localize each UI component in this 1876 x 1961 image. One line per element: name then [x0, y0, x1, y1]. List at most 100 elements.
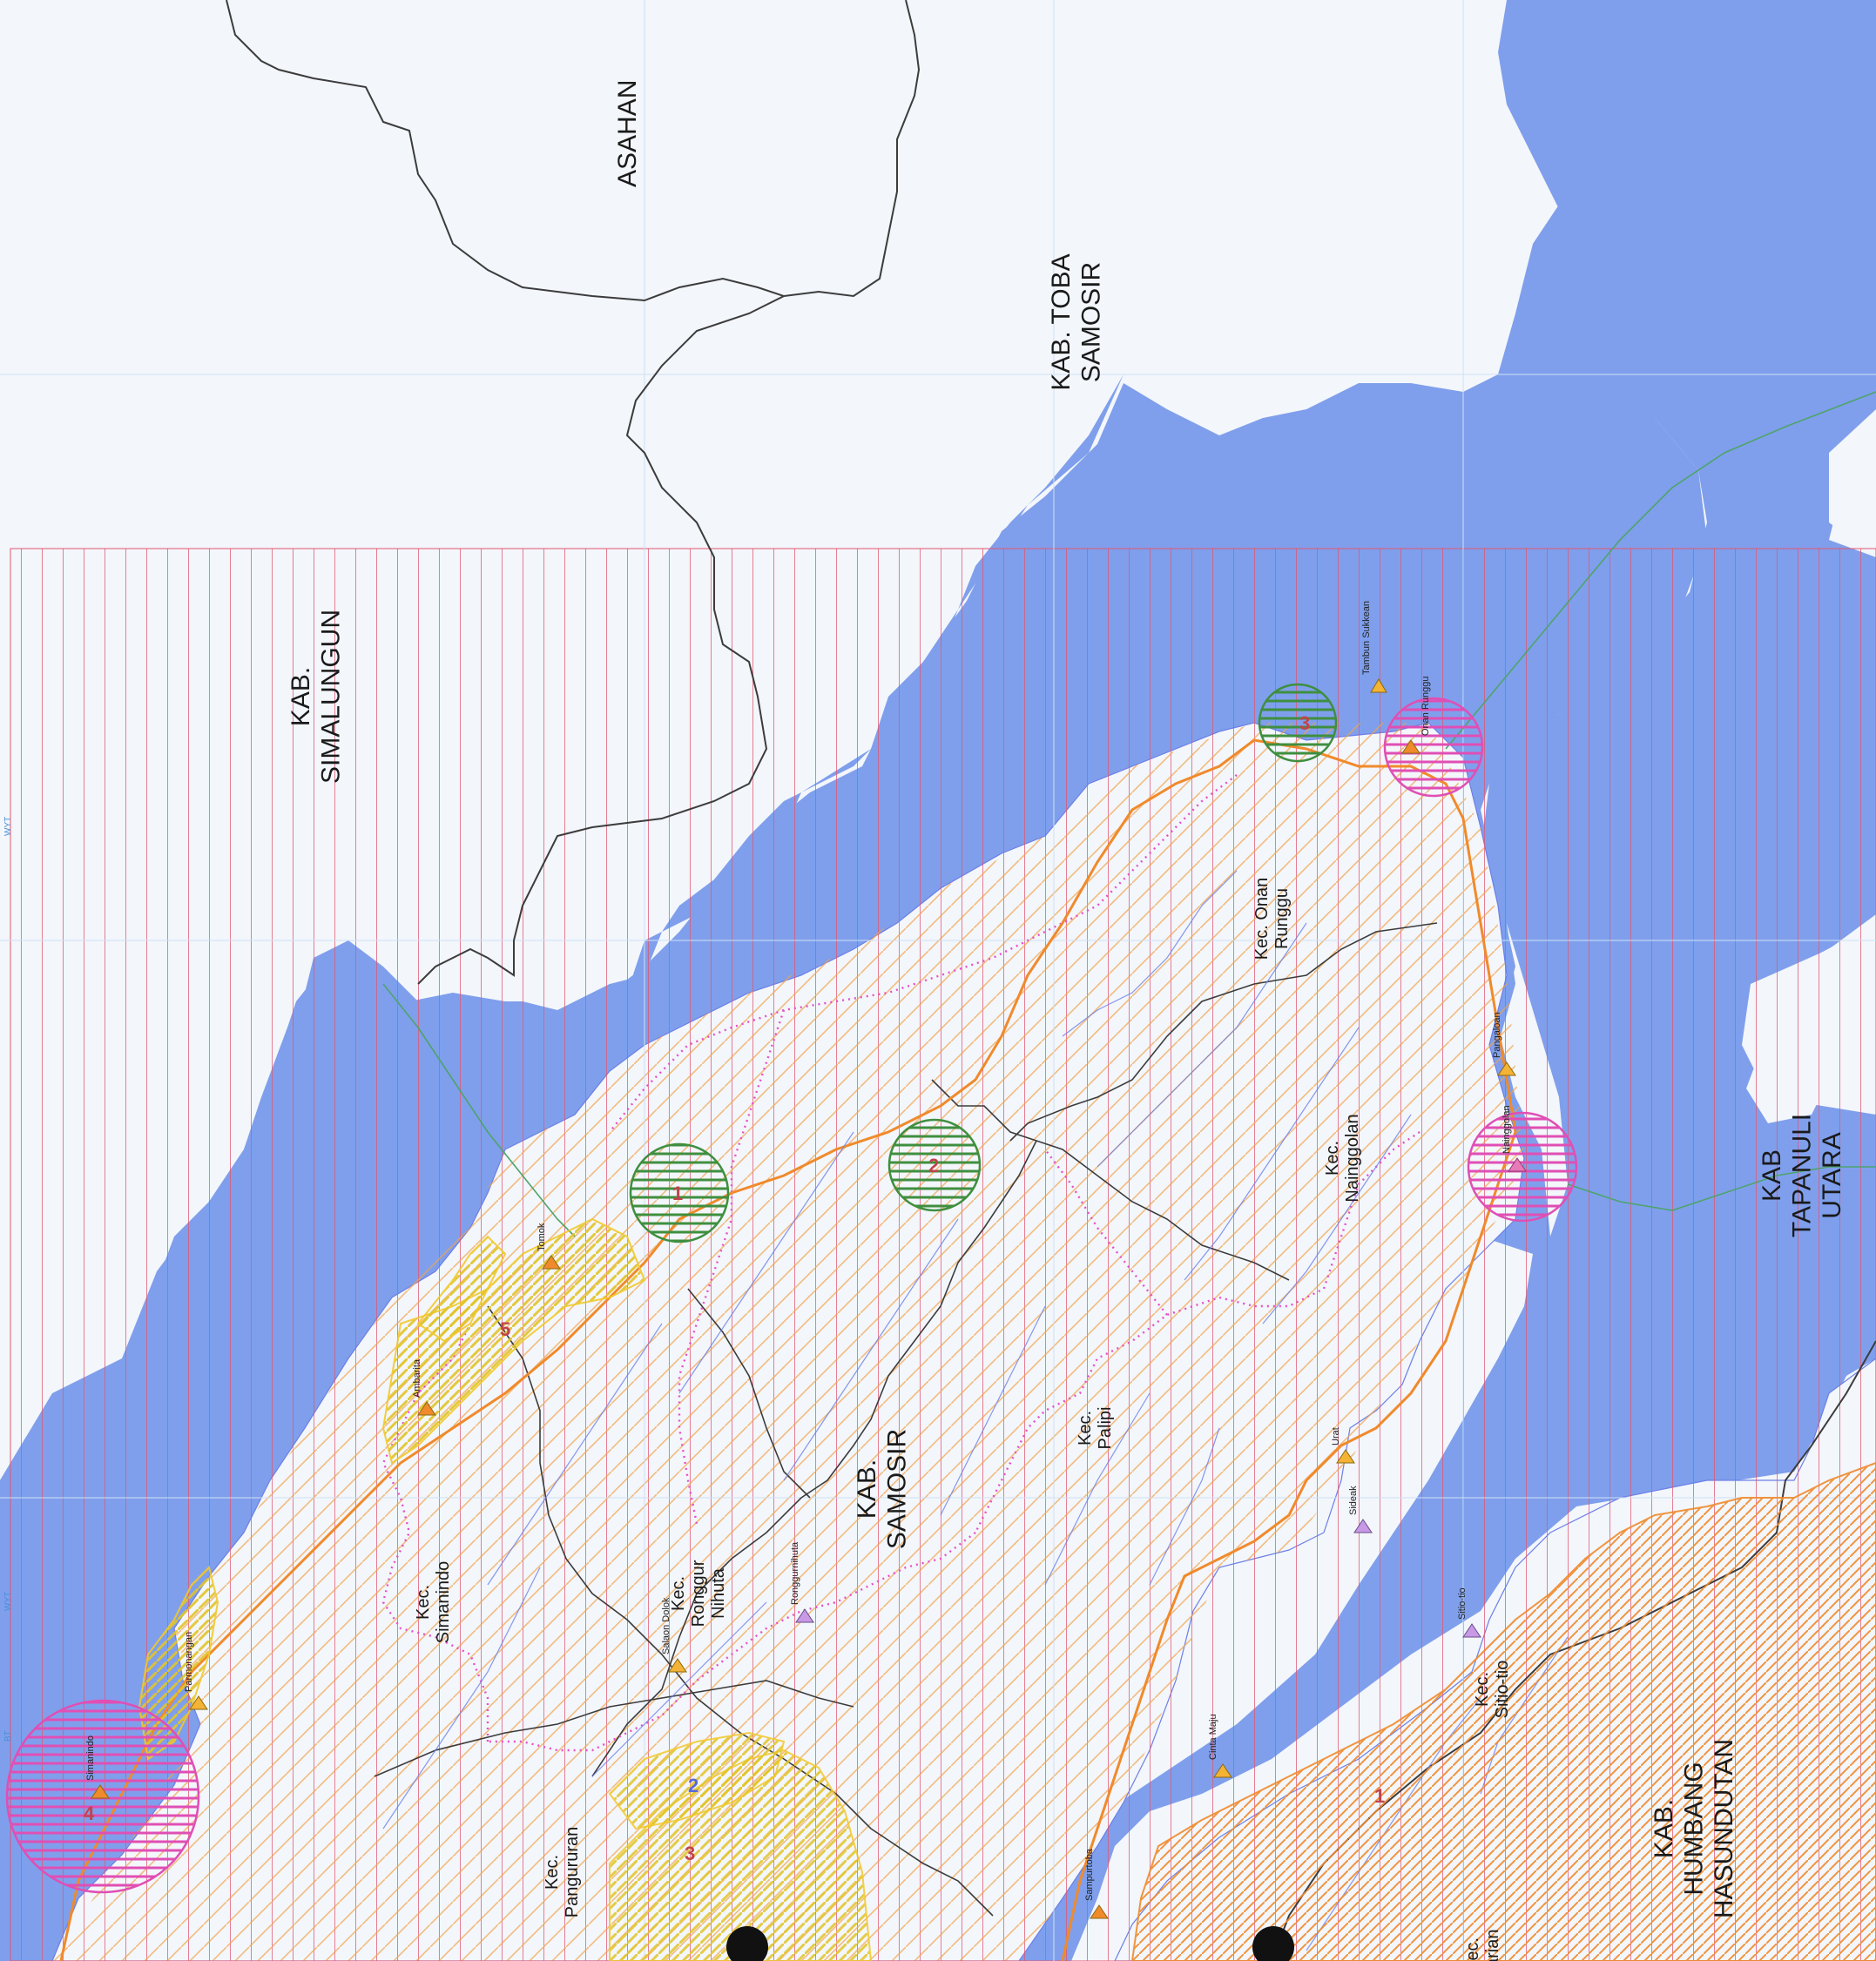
place-label: Simanindo	[85, 1735, 96, 1781]
label-line: KAB.	[287, 667, 315, 726]
label-line: Nihuta	[709, 1567, 728, 1619]
label-line: Kec.	[1323, 1141, 1342, 1176]
label-line: Runggu	[1272, 888, 1292, 949]
place-label: Sampurtoba	[1084, 1848, 1095, 1901]
zone-yellow-pangururan-2[interactable]	[608, 1731, 786, 1830]
svg-text:Kec.Sitio-tio: Kec.Sitio-tio	[1473, 1661, 1512, 1719]
zone-yellow-north[interactable]	[381, 1217, 646, 1465]
place-markers	[91, 678, 1527, 1919]
place-triangle	[91, 1784, 110, 1799]
svg-text:KAB.SIMALUNGUN: KAB.SIMALUNGUN	[287, 610, 346, 784]
zone-number-green-2: 2	[928, 1155, 939, 1176]
label-line: Kec.	[1076, 1411, 1095, 1445]
label-ronggur-nihuta: Kec.RonggurNihuta	[669, 1560, 728, 1627]
label-simanindo: Kec.Simanindo	[414, 1561, 453, 1644]
label-line: Ronggur	[689, 1560, 708, 1627]
label-humbang: KAB.HUMBANGHASUNDUTAN	[1650, 1739, 1738, 1918]
label-line: Kec.	[1473, 1672, 1492, 1707]
label-asahan: ASAHAN	[613, 80, 642, 187]
margin-label-bt: BT	[3, 1730, 13, 1742]
regency-boundary	[226, 0, 786, 985]
label-line: HASUNDUTAN	[1710, 1739, 1738, 1918]
zone-circle-green-3[interactable]	[1258, 683, 1338, 763]
center-marker-2[interactable]	[1252, 1926, 1294, 1961]
label-line: Pangururan	[563, 1827, 582, 1918]
label-line: Kec.	[543, 1855, 562, 1890]
place-triangle	[1508, 1157, 1527, 1172]
place-triangle	[542, 1255, 561, 1270]
zone-orange-southeast[interactable]	[1130, 1461, 1876, 1961]
label-line: KAB.	[1650, 1799, 1678, 1858]
place-label: Parmonangan	[184, 1632, 194, 1692]
label-line: HUMBANG	[1680, 1762, 1709, 1895]
transmission-lines	[382, 391, 1876, 1237]
label-line: Kec.	[1463, 1937, 1482, 1961]
label-line: SAMOSIR	[1077, 262, 1106, 382]
svg-text:KAB.HUMBANGHASUNDUTAN: KAB.HUMBANGHASUNDUTAN	[1650, 1739, 1738, 1918]
study-area-frame	[10, 548, 1876, 1961]
label-nainggolan: Kec.Nainggolan	[1323, 1114, 1362, 1202]
place-triangle	[1401, 739, 1420, 754]
zone-number-orange-1: 1	[1374, 1785, 1385, 1807]
svg-text:Kec.Simanindo: Kec.Simanindo	[414, 1561, 453, 1644]
place-label: Nainggolan	[1501, 1105, 1512, 1154]
district-labels: Kec. OnanRunggu Kec.Nainggolan Kec.Palip…	[414, 878, 1512, 1961]
place-label: Cinta Maju	[1208, 1714, 1218, 1760]
svg-text:Kec.RonggurNihuta: Kec.RonggurNihuta	[669, 1560, 728, 1627]
svg-text:KABTAPANULIUTARA: KABTAPANULIUTARA	[1758, 1114, 1846, 1237]
place-triangle	[668, 1658, 687, 1673]
place-label: Tambun Sukkean	[1361, 601, 1372, 675]
zone-number-green-1: 1	[672, 1183, 683, 1204]
zone-boundaries-pink	[381, 774, 1420, 1752]
label-simalungun: KAB.SIMALUNGUN	[287, 610, 346, 784]
label-line: Harian	[1483, 1930, 1502, 1961]
place-label: Sitio-tio	[1457, 1587, 1468, 1620]
place-label: Ambarita	[412, 1358, 422, 1398]
place-triangle	[1497, 1061, 1516, 1076]
zone-circle-green-2[interactable]	[887, 1118, 982, 1212]
zone-circle-pink-1[interactable]	[1383, 697, 1484, 798]
mainland-northeast	[1829, 488, 1876, 557]
place-triangle	[1090, 1904, 1109, 1919]
label-line: KAB	[1758, 1149, 1786, 1202]
svg-text:Kec. OnanRunggu: Kec. OnanRunggu	[1252, 878, 1292, 960]
margin-label-wyt-2: WYT	[3, 817, 13, 836]
place-label: Salaon Dolok	[661, 1597, 671, 1654]
label-line: KAB. TOBA	[1047, 253, 1076, 390]
label-harian: Kec.Harian	[1463, 1930, 1502, 1961]
place-triangle	[1462, 1623, 1481, 1638]
label-line: Kec. Onan	[1252, 878, 1272, 960]
zone-number-yellow-2: 2	[688, 1775, 698, 1796]
label-line: KAB.	[853, 1459, 881, 1519]
label-line: Sitio-tio	[1493, 1661, 1512, 1719]
label-palipi: Kec.Palipi	[1076, 1407, 1115, 1450]
label-line: SAMOSIR	[883, 1429, 912, 1549]
label-pangururan: Kec.Pangururan	[543, 1827, 582, 1918]
svg-text:KAB. TOBASAMOSIR: KAB. TOBASAMOSIR	[1047, 253, 1106, 390]
label-onan-runggu: Kec. OnanRunggu	[1252, 878, 1292, 960]
center-marker-1[interactable]	[726, 1926, 768, 1961]
label-sitio-tio: Kec.Sitio-tio	[1473, 1661, 1512, 1719]
place-labels: Tambun Sukkean Onan Runggu Pangaloan Nai…	[85, 601, 1512, 1901]
place-label: Urat	[1331, 1427, 1341, 1445]
place-triangle	[1336, 1449, 1355, 1464]
zone-circle-green-1[interactable]	[629, 1142, 730, 1243]
region-labels: ASAHAN KAB. TOBASAMOSIR KAB.SIMALUNGUN K…	[287, 80, 1846, 1918]
label-toba-samosir: KAB. TOBASAMOSIR	[1047, 253, 1106, 390]
svg-text:Kec.Harian: Kec.Harian	[1463, 1930, 1502, 1961]
zone-number-yellow-5: 5	[500, 1318, 510, 1340]
svg-text:KAB.SAMOSIR: KAB.SAMOSIR	[853, 1429, 912, 1549]
place-label: Onan Runggu	[1420, 677, 1431, 737]
place-triangle	[189, 1695, 208, 1710]
place-label: Pangaloan	[1492, 1012, 1502, 1058]
label-line: Kec.	[669, 1576, 688, 1611]
label-line: TAPANULI	[1788, 1114, 1817, 1237]
zone-yellow-ambarita[interactable]	[416, 1235, 507, 1343]
zone-number-yellow-3: 3	[685, 1843, 695, 1864]
place-label: Sideak	[1348, 1486, 1359, 1515]
margin-label-wyt: WYT	[3, 1592, 13, 1611]
zone-numbers: 1 2 3 4 5 2 3 1	[84, 712, 1385, 1864]
regency-boundary-2	[783, 0, 921, 298]
